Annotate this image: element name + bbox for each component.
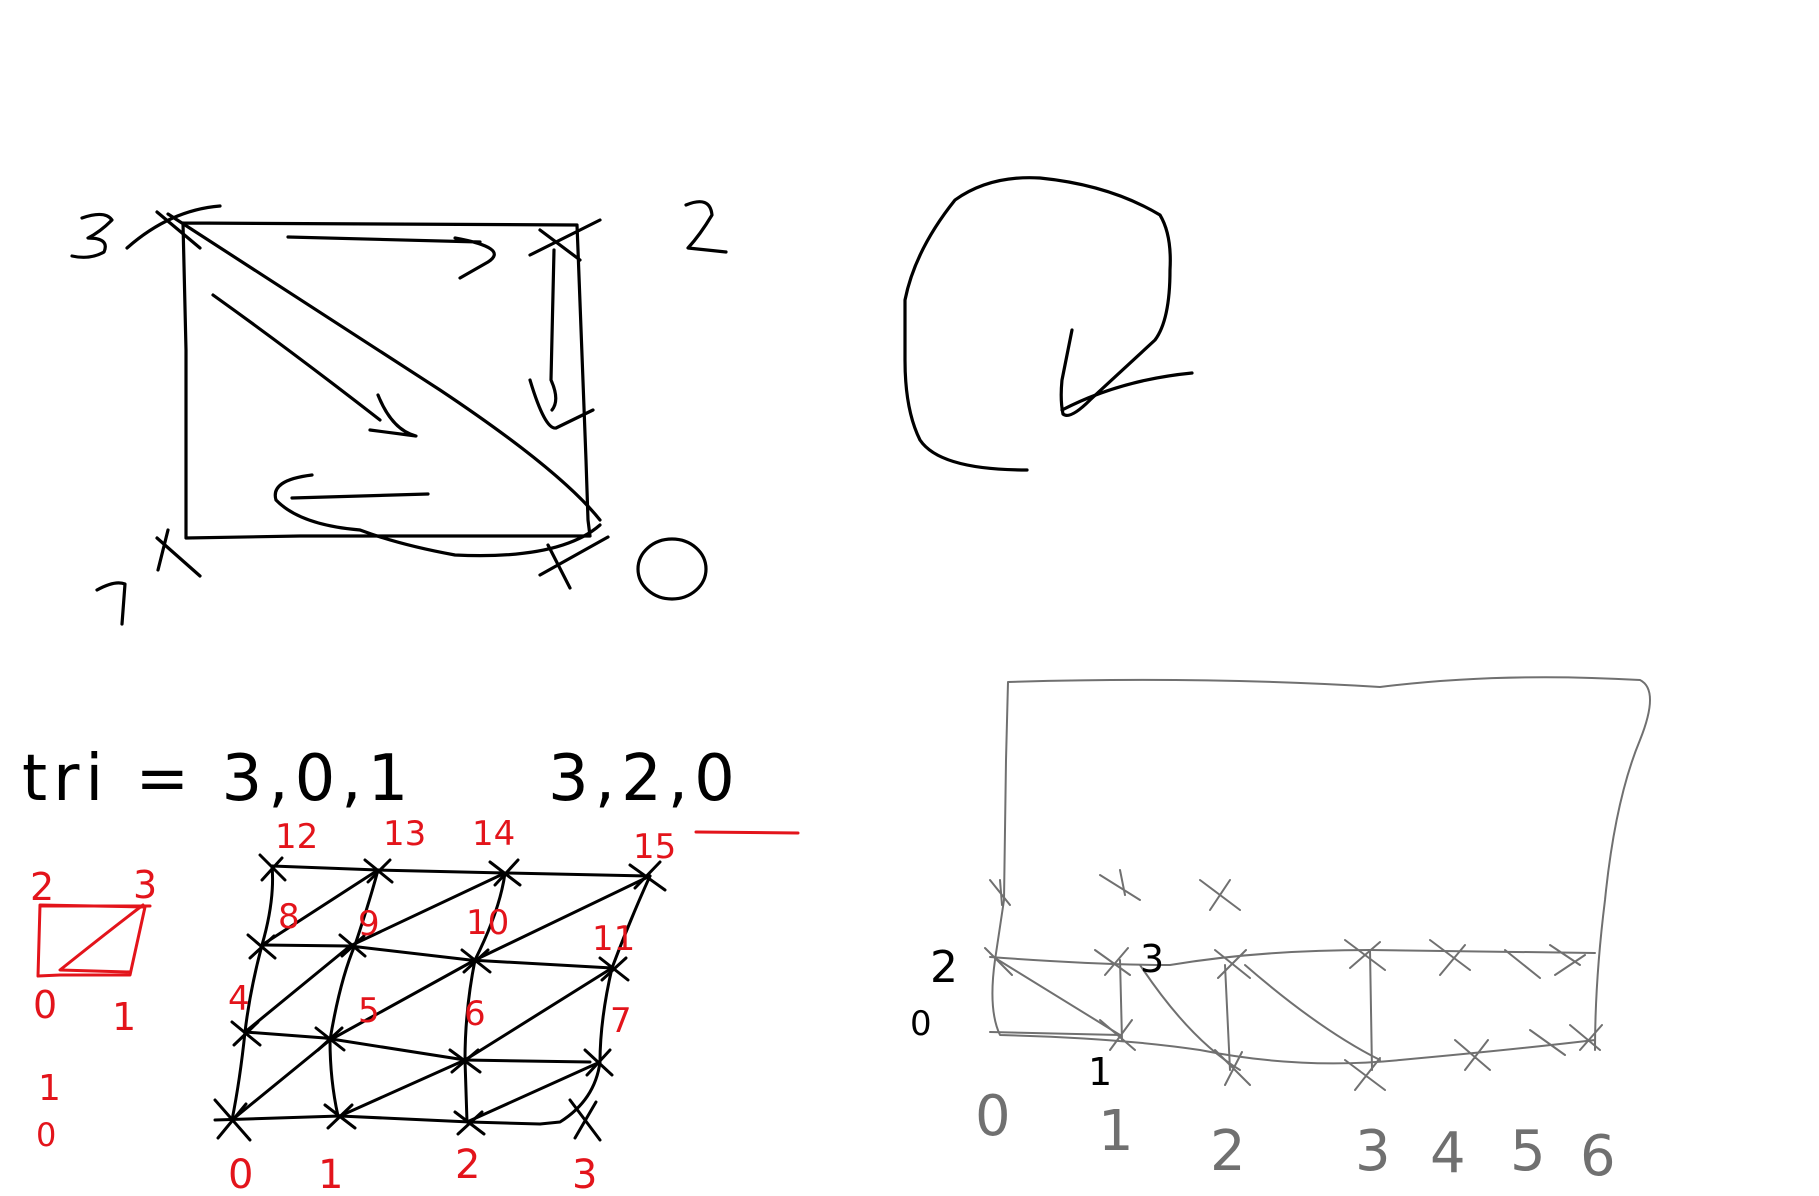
strip-label-3: 3 [1140,937,1164,981]
formula-text: tri = 3,0,1 [22,742,414,816]
mini-below-1: 1 [38,1068,61,1109]
strip-index-1: 1 [1098,1099,1134,1164]
strip-index-4: 4 [1430,1121,1466,1186]
vertex-label-7: 7 [610,1001,632,1041]
strip-index-3: 3 [1355,1119,1391,1184]
strip-label-2: 2 [930,942,958,993]
vertex-label-11: 11 [592,919,635,959]
vertex-marks [213,853,667,1142]
strip-index-5: 5 [1510,1119,1546,1184]
grid-row-3 [270,864,652,878]
strip-divider-3 [1369,949,1373,1071]
mini-label-tl: 2 [30,865,54,909]
winding-arrow-right [528,248,595,430]
strip-bottom-line [989,1031,1121,1036]
strip-sketch: 2 0 3 1 0 1 2 3 4 5 6 [910,676,1651,1189]
strip-divider-1 [1119,959,1123,1041]
vertex-label-13: 13 [383,814,426,854]
mini-quad-diagonal [58,903,145,974]
mini-below-0: 0 [36,1116,56,1154]
grid-row1-labels: 4 5 6 7 [228,979,632,1041]
vertex-label-15: 15 [633,827,676,867]
grid-row-0 [213,1114,542,1126]
vertex-label-6: 6 [464,994,486,1034]
numeral-0-bottom-right [636,537,708,601]
grid-diag-1 [260,868,380,947]
corner-x-1 [155,528,202,578]
vertex-label-3: 3 [572,1152,597,1196]
vertex-label-9: 9 [358,904,380,944]
grid-col-3 [538,874,652,1126]
vertex-label-4: 4 [228,979,250,1019]
strip-index-6: 6 [1580,1124,1616,1189]
mini-label-tr: 3 [133,863,157,907]
strip-label-1: 1 [1088,1050,1112,1094]
corner-x-3 [125,204,222,250]
mini-label-br: 1 [112,995,136,1039]
vertex-label-0: 0 [228,1152,253,1196]
strip-outer-rect [991,676,1651,1065]
grid-row-2 [260,943,614,970]
numeral-3-top-left [70,212,114,259]
grid-diag-2 [243,871,507,1034]
hook-curve [903,176,1172,472]
vertex-label-14: 14 [472,814,515,854]
formula-second-triangle: 3,2,0 [548,742,741,816]
strip-x-marks [984,869,1603,1091]
corner-x-2 [528,218,602,262]
strip-top-line [989,949,1596,966]
grid-mesh-sketch: 12 13 14 15 8 9 10 11 4 5 6 7 0 1 2 3 [213,814,800,1196]
grid-row-1 [243,1030,592,1064]
grid-diag-3 [230,874,652,1122]
vertex-label-8: 8 [278,897,300,937]
grid-col-0 [230,864,275,1122]
numeral-1-bottom-left [95,581,127,626]
vertex-label-10: 10 [466,903,509,943]
red-underline [694,830,800,835]
grid-col-1 [328,868,380,1118]
vertex-label-5: 5 [358,991,380,1031]
strip-index-0: 0 [975,1084,1011,1149]
hook-tail [1060,371,1194,412]
numeral-2-top-right [684,200,728,254]
vertex-label-1: 1 [318,1152,343,1196]
grid-top-labels: 12 13 14 15 [275,814,676,867]
curved-arrow-sketch [903,176,1194,472]
corner-x-0 [538,535,610,590]
vertex-label-2: 2 [455,1142,480,1188]
triangle-formula: tri = 3,0,1 3,2,0 [22,742,741,816]
strip-divider-2 [1224,964,1231,1071]
strip-diagonals [994,957,1381,1071]
strip-bottom-labels: 0 1 2 3 4 5 6 [975,1084,1616,1189]
strip-label-0: 0 [910,1004,932,1044]
quad-winding-sketch [70,200,728,626]
grid-diag-4 [338,966,614,1118]
mini-quad-sketch: 2 3 0 1 1 0 [30,863,157,1154]
mini-label-bl: 0 [33,983,57,1027]
winding-arrow-bottom-loop [273,473,602,558]
quad-outline [181,221,592,540]
vertex-label-12: 12 [275,817,318,857]
winding-arrow-top [286,235,496,280]
quad-diagonal [166,212,602,522]
grid-diag-5 [465,1060,602,1124]
grid-row2-labels: 8 9 10 11 [278,897,635,959]
winding-arrow-diagonal [211,293,418,438]
strip-index-2: 2 [1210,1119,1246,1184]
grid-bottom-labels: 0 1 2 3 [228,1142,597,1196]
